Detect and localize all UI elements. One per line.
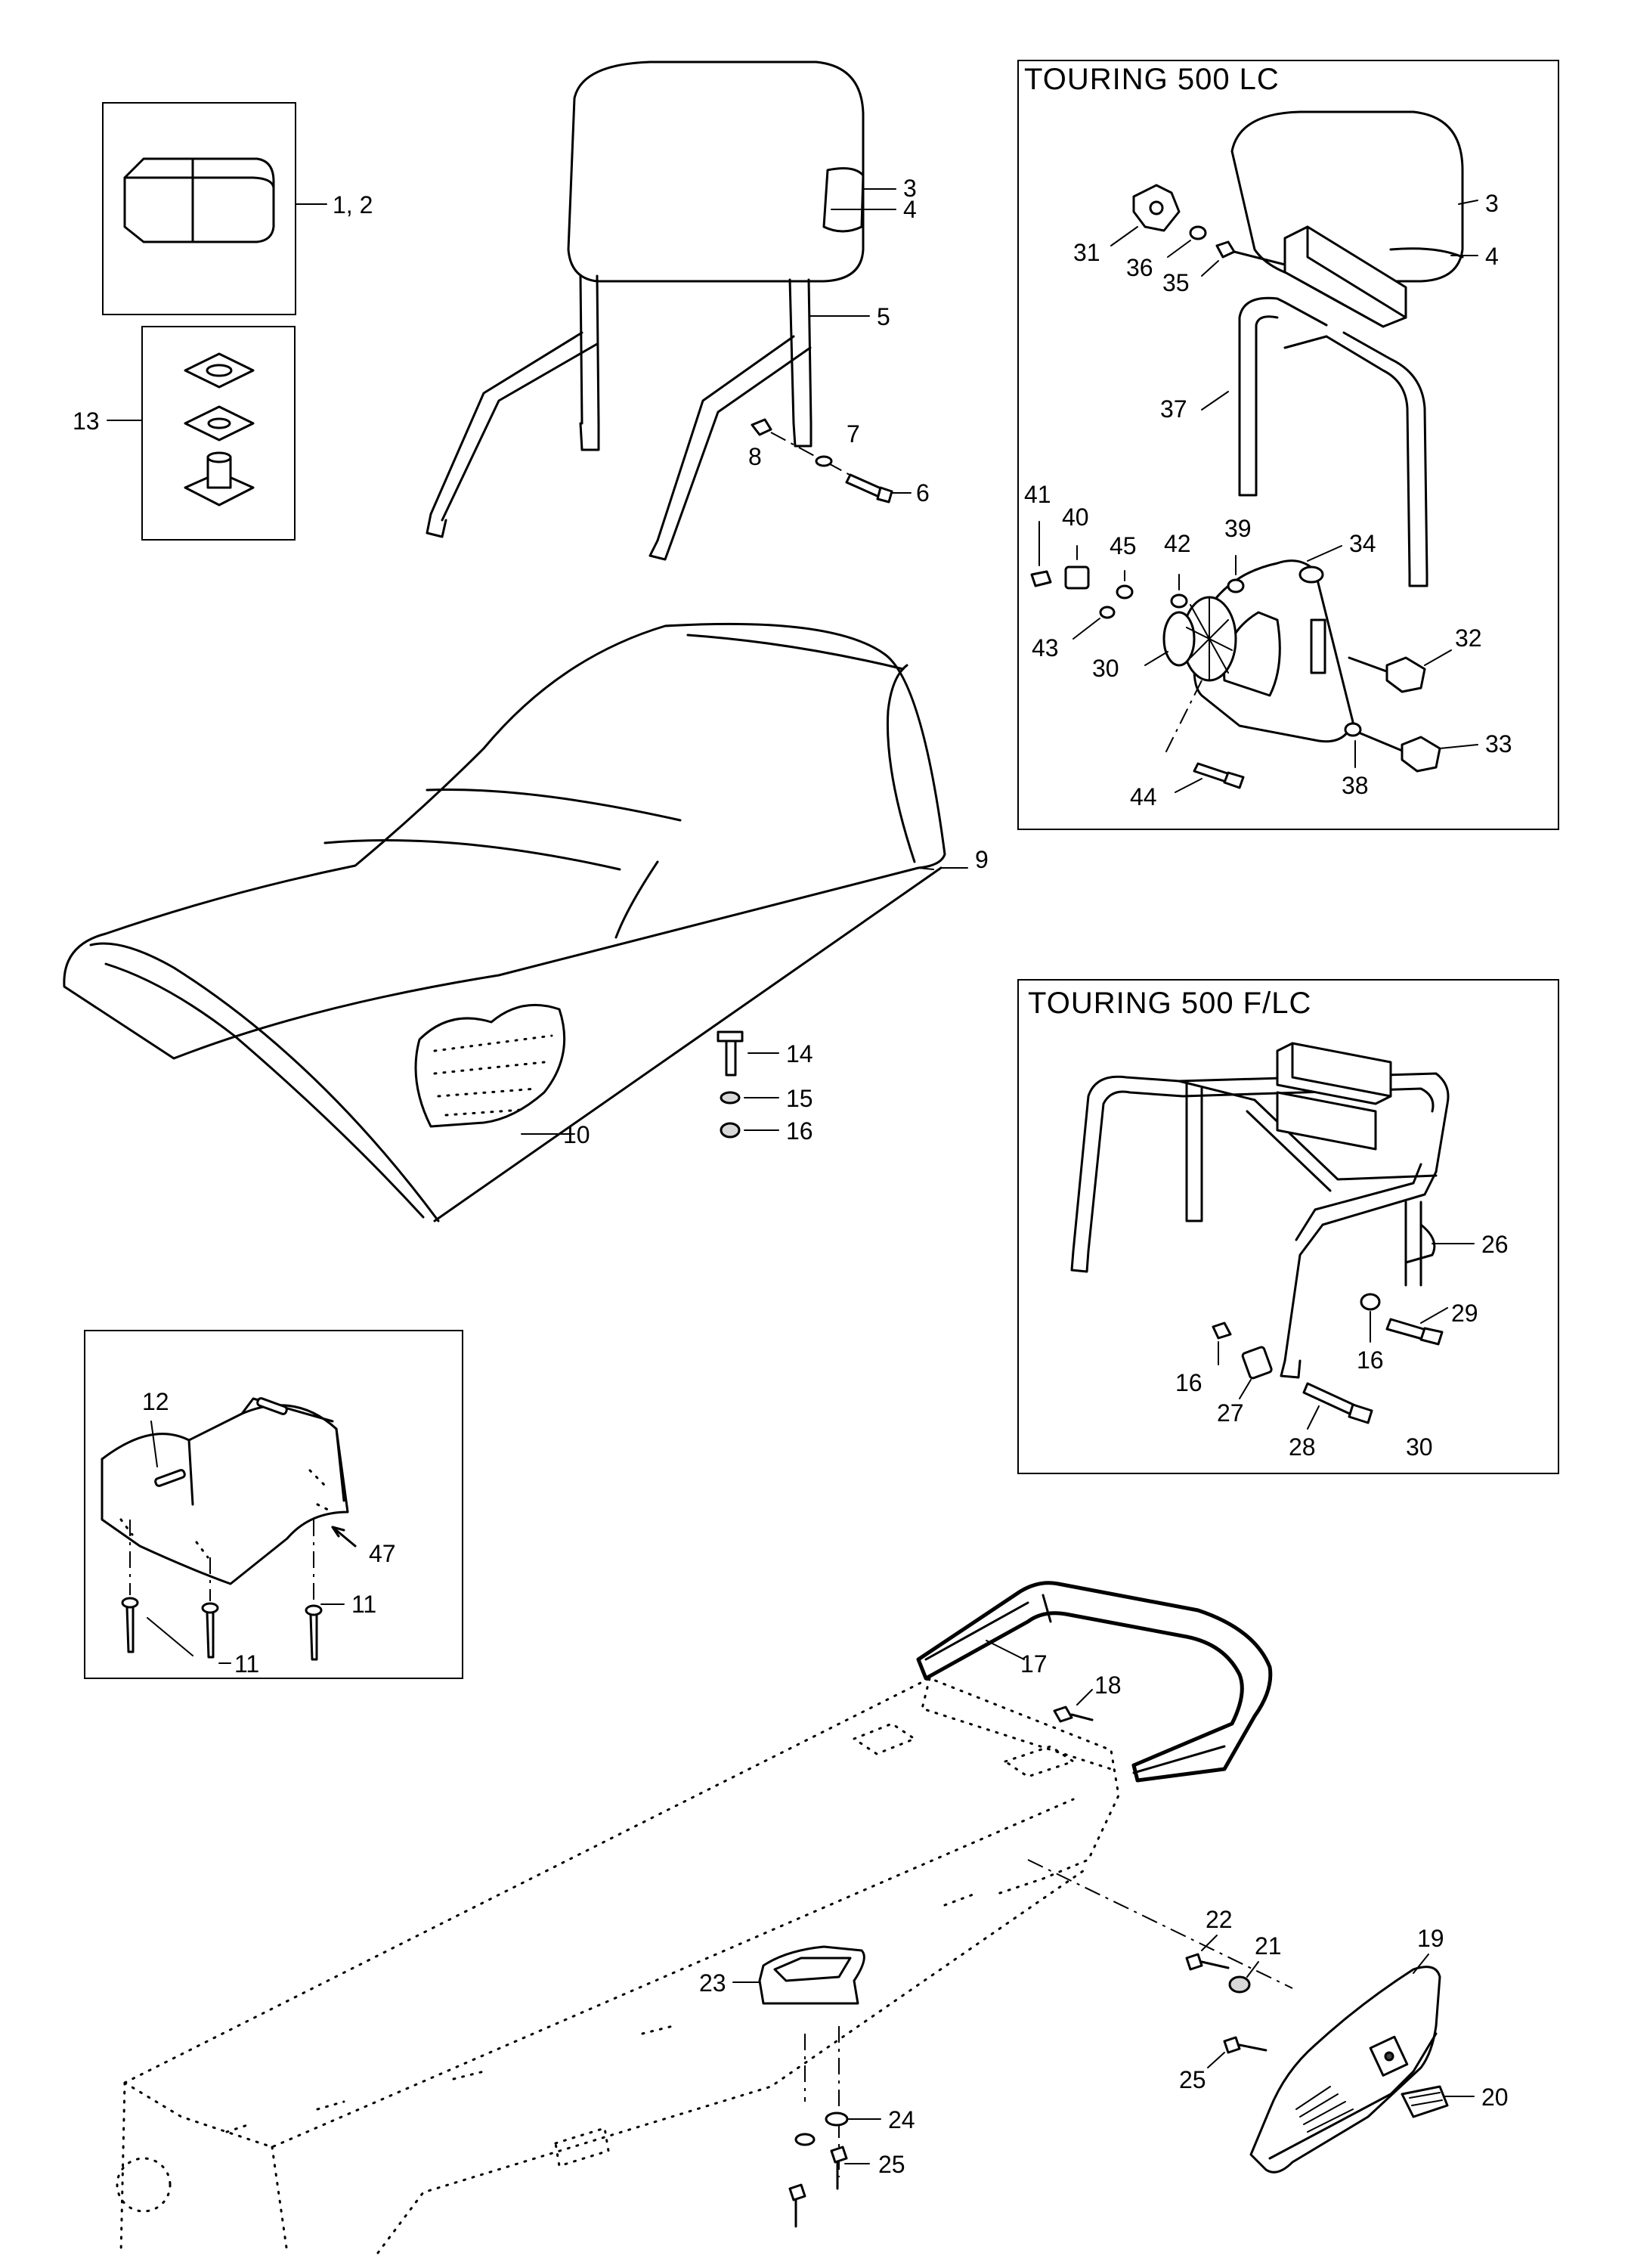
tunnel: [116, 1677, 1293, 2254]
callout-30b: 30: [1406, 1433, 1433, 1461]
small-fasteners: 14 15 16: [717, 1030, 813, 1145]
backrest-assembly: 3 4 5 7 8 6: [426, 60, 930, 561]
callout-15: 15: [786, 1085, 813, 1112]
callout-30a: 30: [1092, 655, 1119, 682]
callout-26: 26: [1481, 1231, 1509, 1258]
step-bracket: 23 24 25: [699, 1945, 915, 2228]
callout-11b: 11: [234, 1650, 259, 1678]
callout-3b: 3: [1485, 190, 1499, 217]
callout-4b: 4: [1485, 243, 1499, 270]
callout-33: 33: [1485, 730, 1512, 758]
callout-37: 37: [1160, 395, 1187, 423]
callout-25b: 25: [1179, 2066, 1206, 2093]
callout-13: 13: [73, 407, 100, 435]
callout-16b: 16: [1357, 1346, 1384, 1374]
callout-18: 18: [1094, 1672, 1122, 1699]
callout-47: 47: [369, 1540, 396, 1567]
callout-43: 43: [1032, 634, 1059, 662]
callout-40: 40: [1062, 503, 1089, 531]
callout-44: 44: [1130, 783, 1157, 810]
callout-36: 36: [1126, 254, 1153, 281]
callout-3a: 3: [903, 175, 917, 202]
callout-10: 10: [563, 1121, 590, 1148]
callout-16c: 16: [1175, 1369, 1202, 1396]
callout-6: 6: [916, 479, 930, 507]
grab-handle: 17 18: [916, 1581, 1273, 1783]
callout-1-2: 1, 2: [333, 191, 373, 218]
callout-9: 9: [975, 846, 989, 873]
callout-14: 14: [786, 1040, 813, 1067]
rivets: [121, 1520, 323, 1661]
touring-500-flc-box: TOURING 500 F/LC 26 16 29 16 27: [1017, 979, 1559, 1474]
callout-20: 20: [1481, 2084, 1509, 2111]
touring-500-lc-box: TOURING 500 LC 3 4 37 31 36 35: [1017, 60, 1559, 830]
callout-12: 12: [142, 1388, 169, 1415]
callout-21: 21: [1255, 1932, 1282, 1960]
callout-38: 38: [1342, 772, 1369, 799]
callout-42: 42: [1164, 530, 1191, 557]
callout-32: 32: [1455, 624, 1482, 652]
callout-24: 24: [888, 2106, 915, 2133]
callout-22: 22: [1206, 1906, 1233, 1933]
callout-4a: 4: [903, 196, 917, 223]
callout-17: 17: [1020, 1650, 1048, 1678]
callout-19: 19: [1417, 1925, 1444, 1952]
callout-23: 23: [699, 1969, 726, 1997]
callout-5: 5: [877, 303, 890, 330]
callout-28: 28: [1289, 1433, 1316, 1461]
seat-assembly: 10 9: [63, 622, 989, 1222]
callout-29: 29: [1451, 1300, 1478, 1327]
callout-31: 31: [1073, 239, 1100, 266]
end-cap: 19 20 21 22 25: [1179, 1906, 1509, 2174]
callout-27: 27: [1217, 1399, 1244, 1427]
callout-16a: 16: [786, 1117, 813, 1145]
callout-41: 41: [1024, 481, 1051, 508]
callout-11a: 11: [351, 1591, 376, 1618]
seat-pad-box: 1, 2: [102, 102, 373, 315]
callout-34: 34: [1349, 530, 1376, 557]
bracket-box: 12 47 11 11: [84, 1330, 463, 1679]
callout-45: 45: [1110, 532, 1137, 559]
callout-8: 8: [748, 443, 762, 470]
callout-39: 39: [1224, 515, 1252, 542]
callout-35: 35: [1162, 269, 1190, 296]
touring-lc-title: TOURING 500 LC: [1024, 63, 1280, 96]
callout-25a: 25: [878, 2151, 905, 2178]
callout-7: 7: [847, 420, 860, 448]
touring-flc-title: TOURING 500 F/LC: [1028, 987, 1311, 1020]
fastener-box: 13: [73, 326, 296, 541]
